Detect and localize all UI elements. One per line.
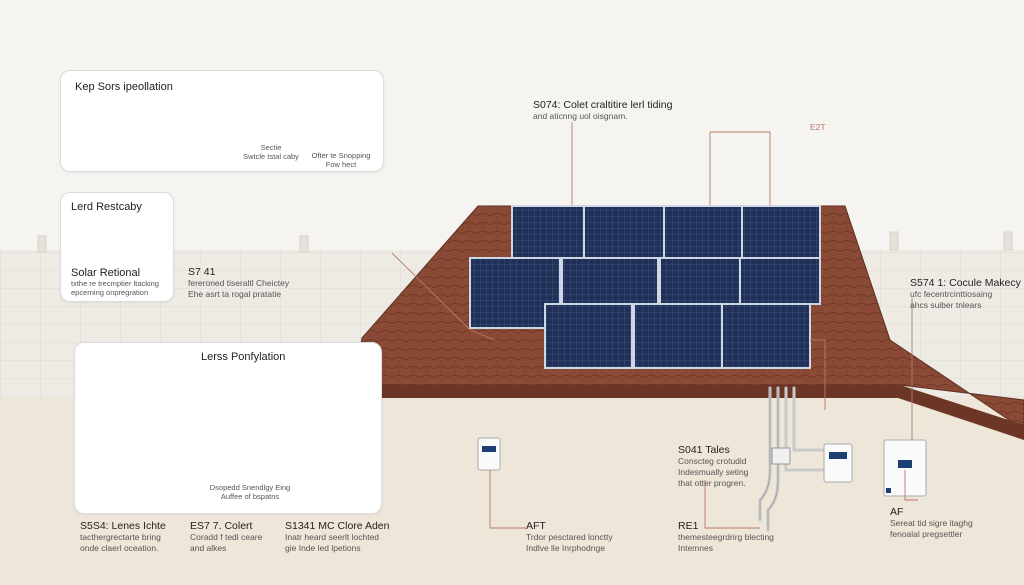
solar-panel-lower-1 (544, 303, 633, 369)
annotation-bottom-3-desc: Inatr heard seerlt lochted gie Inde led … (285, 532, 380, 553)
mid-left-card-subtitle: Solar Retional (71, 267, 141, 279)
annotation-aft: AFT Trdor pesctared lonctty Indlve lle I… (526, 520, 613, 554)
bottom-left-card-caption: Dsopedd Snendlgy Eing Auffee of bspatns (209, 483, 291, 501)
solar-panel-upper-3 (663, 205, 745, 259)
solar-panel-upper-2 (583, 205, 667, 259)
annotation-right-module: S574 1: Cocule Makecy ufc fecentrcinttio… (910, 277, 1021, 311)
annotation-right-module-code: S574 1: Cocule Makecy (910, 277, 1021, 289)
annotation-bottom-1: S5S4: Lenes Ichte tacthergrectarte bring… (80, 520, 166, 554)
annotation-bottom-1-desc: tacthergrectarte bring onde claerl oceat… (80, 532, 161, 553)
conduit-outline (759, 388, 779, 530)
annotation-aft-desc: Trdor pesctared lonctty Indlve lle Inrph… (526, 532, 613, 553)
annotation-af-desc: Sereat tid sigre itaghg fenoalal pregset… (890, 518, 973, 539)
top-left-card-caption-2: Ofter te Snopping Fow hect (311, 151, 371, 169)
annotation-tales-desc: Conscteg crotudid Indesmually seting tha… (678, 456, 749, 488)
mid-left-card-title: Lerd Restcaby (71, 201, 142, 213)
solar-panel-lower-2 (633, 303, 725, 369)
mid-left-card: Lerd Restcaby Solar Retional txthe re tr… (60, 192, 174, 302)
annotation-re1-desc: themesteegrdrirg blecting Intemnes (678, 532, 774, 553)
inverter-device-right (823, 443, 853, 483)
annotation-bottom-2: ES7 7. Colert Coradd f tedl ceare and al… (190, 520, 262, 554)
annotation-roof-left: S7 41 fereroned tiseraltl Cheictey Ehe a… (188, 266, 289, 300)
annotation-panel-top-desc: and aticnng uol oisgnam. (533, 111, 628, 121)
inverter-device-center (477, 437, 501, 471)
bottom-left-card-title: Lerss Ponfylation (201, 351, 286, 363)
annotation-aft-code: AFT (526, 520, 546, 532)
junction-box (771, 447, 791, 465)
top-left-card: Kep Sors ipeollation Sectie Swtcle tstal… (60, 70, 384, 172)
solar-panel-lower-3 (721, 303, 811, 369)
solar-panel-mid-3 (659, 257, 741, 305)
annotation-re1-code: RE1 (678, 520, 699, 532)
annotation-e2t-code: E2T (810, 122, 826, 132)
annotation-bottom-3-code: S1341 MC Clore Aden (285, 520, 390, 532)
annotation-re1: RE1 themesteegrdrirg blecting Intemnes (678, 520, 774, 554)
top-left-card-title: Kep Sors ipeollation (75, 81, 173, 93)
annotation-af-code: AF (890, 506, 904, 518)
leader-lines (391, 122, 918, 529)
solar-panel-upper-4 (741, 205, 821, 259)
solar-panel-upper-1 (511, 205, 591, 259)
bottom-left-card: Lerss Ponfylation Dsopedd Snendlgy Eing … (74, 342, 382, 514)
annotation-tales: S041 Tales Conscteg crotudid Indesmually… (678, 444, 748, 489)
annotation-bottom-3: S1341 MC Clore Aden Inatr heard seerlt l… (285, 520, 389, 554)
annotation-roof-left-code: S7 41 (188, 266, 216, 278)
annotation-roof-left-desc: fereroned tiseraltl Cheictey Ehe asrt ta… (188, 278, 290, 299)
mid-left-card-desc: txthe re trecmptier ltacking epcerning o… (71, 279, 159, 297)
top-left-card-caption-1: Sectie Swtcle tstal caby (243, 143, 299, 161)
roof-edge (355, 385, 1024, 440)
annotation-tales-code: S041 Tales (678, 444, 730, 456)
annotation-bottom-1-code: S5S4: Lenes Ichte (80, 520, 166, 532)
annotation-right-module-desc: ufc fecentrcinttiosaing ahcs suiber tnle… (910, 289, 993, 310)
solar-panel-mid-2 (561, 257, 659, 305)
annotation-e2t: E2T (810, 122, 826, 133)
annotation-panel-top: S074: Colet craltitire lerl tiding and a… (533, 99, 672, 122)
solar-array (469, 205, 821, 369)
solar-panel-mid-4 (739, 257, 821, 305)
annotation-panel-top-code: S074: Colet craltitire lerl tiding (533, 99, 673, 111)
annotation-bottom-2-desc: Coradd f tedl ceare and alkes (190, 532, 263, 553)
fence-posts (37, 231, 1013, 253)
annotation-af: AF Sereat tid sigre itaghg fenoalal preg… (890, 506, 973, 540)
annotation-bottom-2-code: ES7 7. Colert (190, 520, 253, 532)
